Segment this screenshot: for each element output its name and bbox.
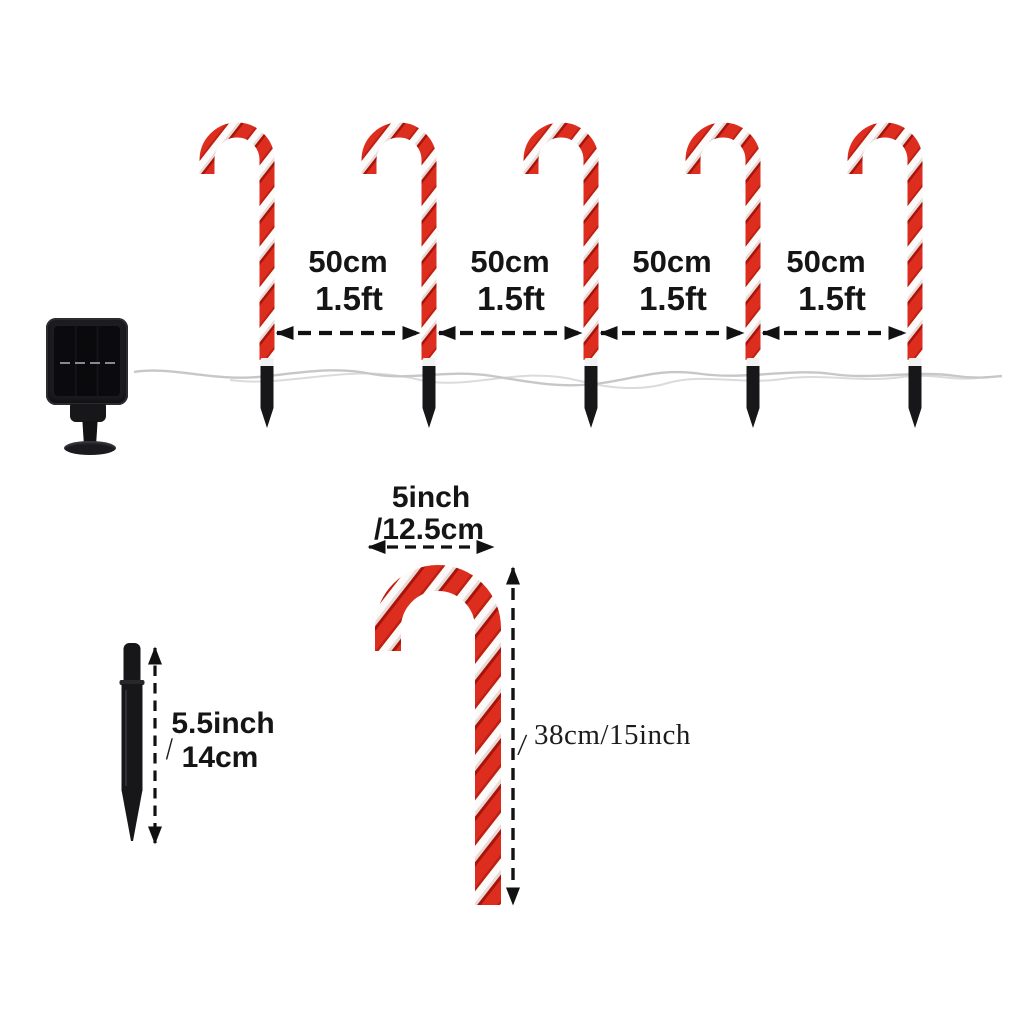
ground-stake-collar — [119, 680, 145, 685]
candy-cane-2-stake — [422, 366, 436, 428]
ground-stake — [119, 643, 145, 841]
solar-panel-pole — [82, 421, 98, 446]
candy-cane-3-cap — [584, 358, 598, 367]
candy-cane-4-stake — [746, 366, 760, 428]
candy-cane-2-cap — [422, 358, 436, 367]
candy-cane-2 — [361, 122, 437, 428]
cane-height-slash-mark: / — [516, 726, 528, 763]
spacing-label-3-metric: 50cm — [632, 244, 712, 279]
stake-label-line2: 14cm — [181, 741, 259, 774]
solar-panel-base — [64, 441, 116, 455]
candy-cane-1-cap — [260, 358, 274, 367]
large-candy-cane — [375, 565, 501, 905]
spacing-label-3-imperial: 1.5ft — [639, 280, 707, 317]
solar-panel-cell — [54, 326, 120, 396]
ground-stake-top — [123, 643, 141, 685]
solar-panel-cell-lines — [60, 362, 116, 364]
solar-panel-neck — [70, 404, 106, 422]
cane-width-label-line1: 5inch — [391, 481, 471, 514]
cane-height-label: 38cm/15inch — [534, 719, 691, 751]
candy-cane-3-body — [523, 122, 599, 360]
candy-cane-5 — [847, 122, 923, 428]
spacing-label-2-metric: 50cm — [470, 244, 550, 279]
candy-cane-1-stake — [260, 366, 274, 428]
candy-cane-5-stake — [908, 366, 922, 428]
spacing-label-4-metric: 50cm — [786, 244, 866, 279]
candy-cane-2-body — [361, 122, 437, 360]
candy-cane-5-cap — [908, 358, 922, 367]
candy-cane-3-stake — [584, 366, 598, 428]
candy-cane-1 — [199, 122, 275, 428]
large-candy-cane-body — [375, 565, 501, 905]
cane-width-label-line2: /12.5cm — [373, 513, 485, 546]
candy-cane-5-body — [847, 122, 923, 360]
ground-stake-tip — [121, 790, 143, 841]
candy-cane-1-body — [199, 122, 275, 360]
stake-label-line1: 5.5inch — [171, 707, 275, 740]
spacing-label-4-imperial: 1.5ft — [798, 280, 866, 317]
candy-cane-4-cap — [746, 358, 760, 367]
spacing-label-1-imperial: 1.5ft — [315, 280, 383, 317]
ground-stake-highlight — [125, 690, 127, 786]
wire-strand-2 — [229, 372, 979, 390]
candy-cane-4 — [685, 122, 761, 428]
candy-cane-4-body — [685, 122, 761, 360]
spacing-label-2-imperial: 1.5ft — [477, 280, 545, 317]
candy-cane-3 — [523, 122, 599, 428]
solar-panel — [46, 318, 128, 405]
spacing-label-1-metric: 50cm — [308, 244, 388, 279]
